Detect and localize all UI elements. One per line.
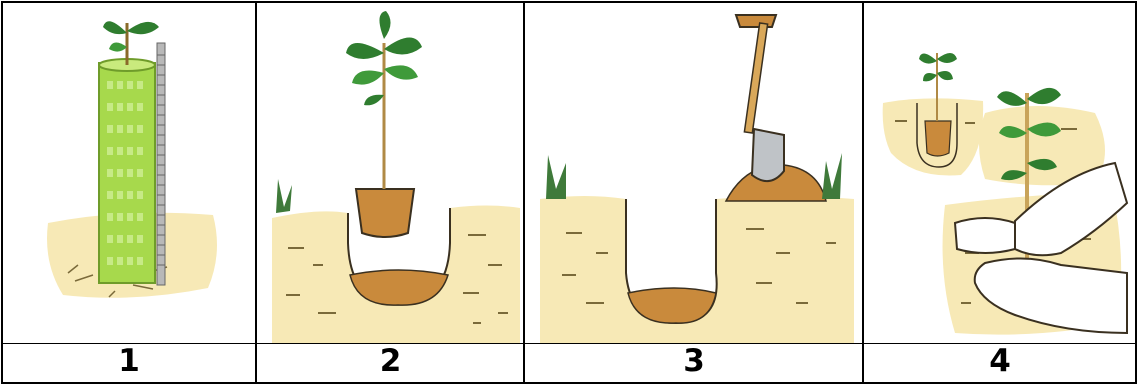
panel-step-3: 3: [526, 3, 862, 381]
potted-sapling-icon: [346, 11, 422, 237]
grass-icon: [546, 155, 566, 199]
digging-illustration: [526, 3, 862, 343]
step-number-4: 4: [865, 343, 1135, 379]
divider-3: [862, 1, 864, 384]
panel-step-1: 1: [3, 3, 255, 381]
divider-1: [255, 1, 257, 384]
soil-with-hole: [540, 196, 854, 343]
step-number-3: 3: [526, 343, 862, 379]
step-number-2: 2: [258, 343, 523, 379]
tree-guard-icon: [99, 43, 165, 285]
planting-illustration: [865, 3, 1135, 343]
panel-step-2: 2: [258, 3, 523, 381]
step-number-1: 1: [3, 343, 255, 379]
frame-bottom: [1, 382, 1137, 384]
potted-sapling-illustration: [258, 3, 523, 343]
tree-guard-illustration: [3, 3, 255, 343]
frame-right: [1135, 1, 1137, 384]
panel-step-4: 4: [865, 3, 1135, 381]
divider-2: [523, 1, 525, 384]
frame-top: [1, 1, 1137, 3]
grass-icon: [276, 179, 292, 213]
frame-left: [1, 1, 3, 384]
label-row-line: [1, 343, 1137, 344]
spade-icon: [736, 15, 784, 181]
